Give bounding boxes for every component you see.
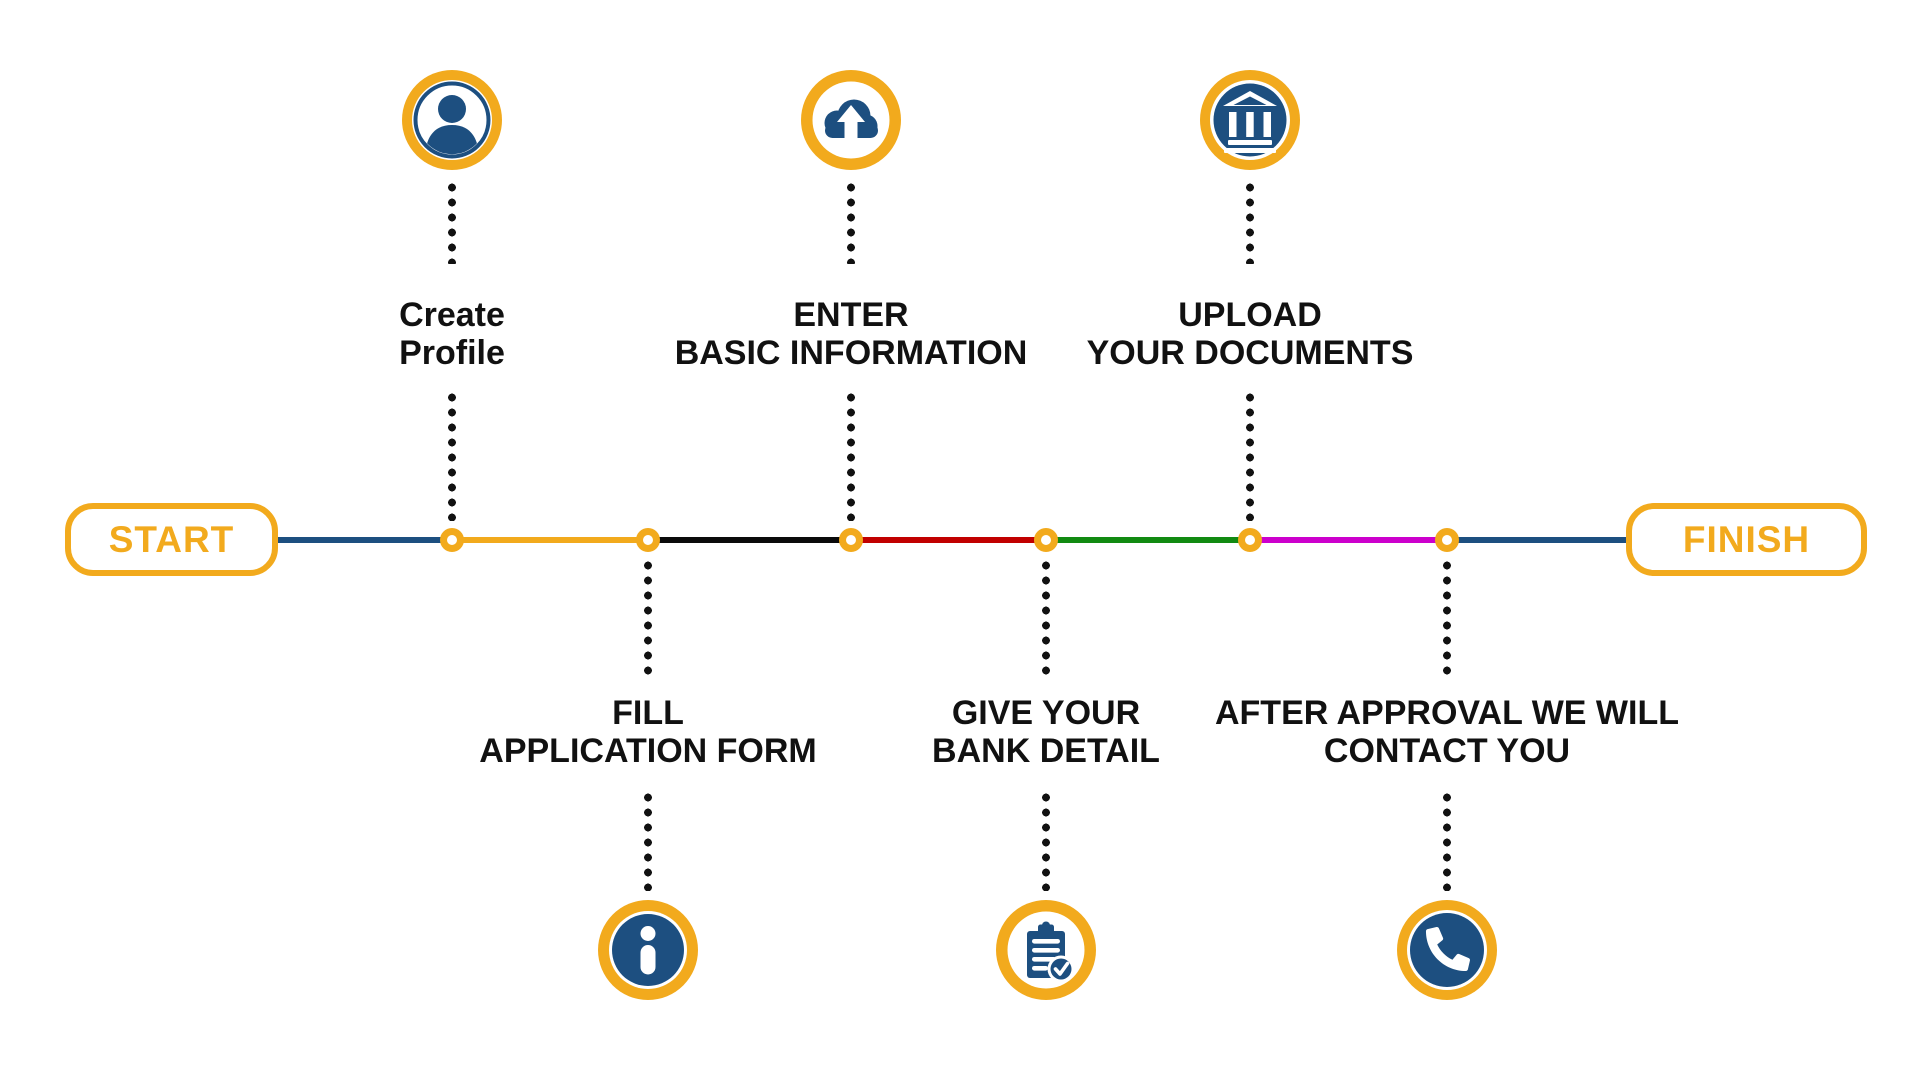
info-icon: [596, 898, 700, 1002]
step-label: Create Profile: [399, 296, 505, 372]
step-fill-application-form: FILL APPLICATION FORM: [388, 0, 908, 1080]
dotted-connector: [1246, 390, 1254, 521]
step-upload-your-documents: UPLOAD YOUR DOCUMENTS: [990, 0, 1510, 1080]
cloud-upload-icon: [799, 68, 903, 172]
dotted-connector: [644, 558, 652, 681]
step-label: GIVE YOUR BANK DETAIL: [932, 694, 1160, 770]
timeline-node-3: [839, 528, 863, 552]
dotted-connector: [847, 390, 855, 521]
clipboard-check-icon: [994, 898, 1098, 1002]
timeline-node-5: [1238, 528, 1262, 552]
dotted-connector: [644, 790, 652, 891]
segment-step3-to-step4: [851, 537, 1046, 543]
dotted-connector: [448, 390, 456, 521]
dotted-connector: [1443, 558, 1451, 681]
step-enter-basic-information: ENTER BASIC INFORMATION: [591, 0, 1111, 1080]
step-after-approval-contact: AFTER APPROVAL WE WILL CONTACT YOU: [1187, 0, 1707, 1080]
segment-step4-to-step5: [1046, 537, 1250, 543]
segment-step1-to-step2: [452, 537, 648, 543]
dotted-connector: [1042, 790, 1050, 891]
step-give-your-bank-detail: GIVE YOUR BANK DETAIL: [786, 0, 1306, 1080]
dotted-connector: [1443, 790, 1451, 891]
timeline-node-6: [1435, 528, 1459, 552]
segment-step5-to-step6: [1250, 537, 1447, 543]
bank-icon: [1198, 68, 1302, 172]
dotted-connector: [847, 180, 855, 264]
timeline-node-1: [440, 528, 464, 552]
segment-step6-to-finish: [1447, 537, 1626, 543]
step-create-profile: Create Profile: [192, 0, 712, 1080]
step-label: AFTER APPROVAL WE WILL CONTACT YOU: [1214, 694, 1679, 770]
dotted-connector: [1246, 180, 1254, 264]
finish-button[interactable]: FINISH: [1626, 503, 1867, 576]
timeline-node-4: [1034, 528, 1058, 552]
timeline-node-2: [636, 528, 660, 552]
segment-step2-to-step3: [648, 537, 851, 543]
step-label: UPLOAD YOUR DOCUMENTS: [1086, 296, 1414, 372]
start-button[interactable]: START: [65, 503, 278, 576]
dotted-connector: [1042, 558, 1050, 681]
dotted-connector: [448, 180, 456, 264]
phone-icon: [1395, 898, 1499, 1002]
step-label: ENTER BASIC INFORMATION: [674, 296, 1028, 372]
step-label: FILL APPLICATION FORM: [479, 694, 817, 770]
person-icon: [400, 68, 504, 172]
segment-start-to-step1: [278, 537, 452, 543]
